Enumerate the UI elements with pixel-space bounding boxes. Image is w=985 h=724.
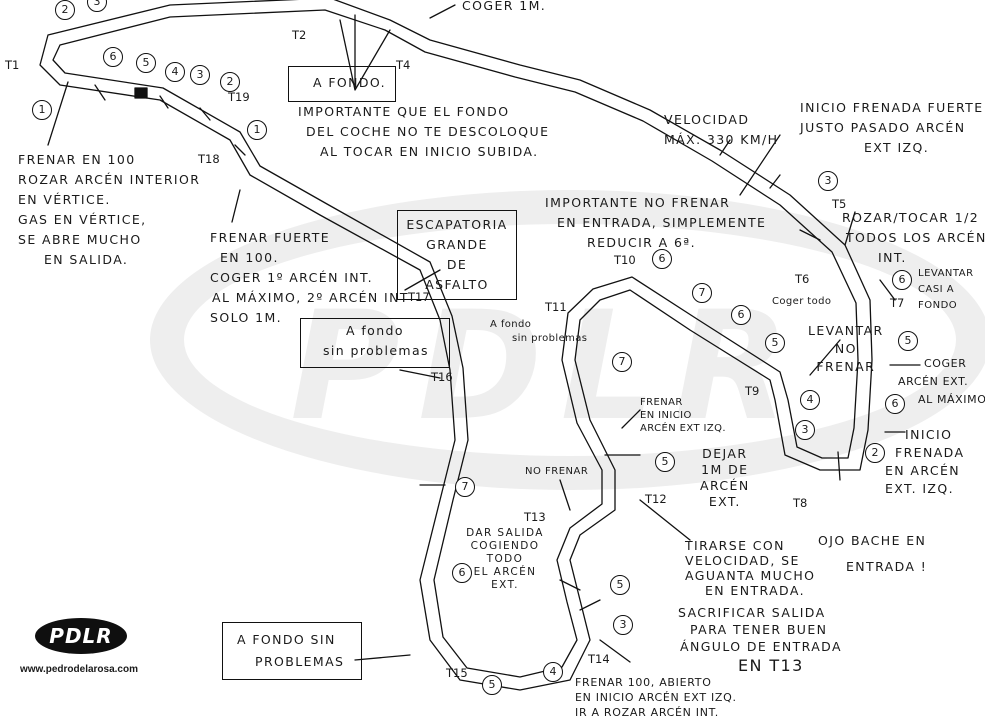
note-t9-levantar: Levantarnofrenar (808, 323, 884, 374)
gear-marker: 6 (885, 394, 905, 414)
gear-marker: 6 (652, 249, 672, 269)
gear-marker: 7 (692, 283, 712, 303)
gear-marker: 5 (655, 452, 675, 472)
turn-label: T12 (645, 492, 667, 506)
gear-marker: 5 (898, 331, 918, 351)
note-dejar: Dejar1m dearcénext. (700, 446, 750, 509)
turn-label: T5 (832, 197, 847, 211)
gear-marker: 2 (865, 443, 885, 463)
track-inner-edge (52, 9, 859, 678)
note-ojo-bache: Ojo bache enentrada ! (818, 533, 928, 574)
note-escapatoria-box: Escapatoriagrandedeasfalto (397, 210, 517, 300)
note-t14: Frenar 100, abiertoen inicio arcén ext i… (575, 676, 737, 719)
turn-label: T1 (5, 58, 20, 72)
note-t7-levantar: Levantarcasi afondo (918, 268, 974, 311)
note-no-frenar: No frenar (525, 466, 589, 477)
gear-marker: 5 (610, 575, 630, 595)
note-t1: Frenar en 100Rozar arcén interioren vért… (18, 152, 201, 267)
note-tirarse: Tirarse convelocidad, seaguanta muchoen … (685, 538, 816, 598)
note-t5-right: Rozar/tocar 1/2 mtodos los arcénint. (842, 210, 985, 265)
gear-marker: 3 (818, 171, 838, 191)
turn-label: T17 (408, 290, 430, 304)
gear-marker: 3 (795, 420, 815, 440)
note-sacrificar: Sacrificar salidapara tener buenángulo d… (678, 605, 842, 675)
note-t12-frenar: Frenaren inicioarcén ext izq. (640, 397, 726, 434)
note-t2-box: A fondo. (288, 66, 396, 102)
gear-marker: 4 (165, 62, 185, 82)
gear-marker: 1 (247, 120, 267, 140)
turn-label: T13 (524, 510, 546, 524)
pdlr-logo: PDLR (35, 618, 127, 654)
gear-marker: 4 (800, 390, 820, 410)
gear-marker: 7 (612, 352, 632, 372)
track-outer-edge (39, 0, 873, 691)
note-t6: Coger todo (772, 296, 832, 307)
turn-label: T8 (793, 496, 808, 510)
gear-marker: 4 (543, 662, 563, 682)
note-t18: Frenar fuerteen 100. Coger 1º arcén int.… (210, 230, 409, 325)
gear-marker: 3 (613, 615, 633, 635)
gear-marker: 5 (482, 675, 502, 695)
note-velocidad: Velocidadmáx. 330 km/h (664, 112, 779, 147)
gear-marker: 6 (892, 270, 912, 290)
gear-marker: 5 (136, 53, 156, 73)
gear-marker: 7 (455, 477, 475, 497)
turn-label: T10 (614, 253, 636, 267)
note-t5-top: Inicio frenada fuertejusto pasado arcéne… (800, 100, 984, 155)
turn-label: T15 (446, 666, 468, 680)
gear-marker: 6 (452, 563, 472, 583)
gear-marker: 6 (103, 47, 123, 67)
gear-marker: 2 (220, 72, 240, 92)
turn-label: T11 (545, 300, 567, 314)
note-t2: Importante que el fondodel coche no te d… (298, 104, 550, 159)
turn-label: T9 (745, 384, 760, 398)
turn-label: T18 (198, 152, 220, 166)
turn-label: T7 (890, 296, 905, 310)
gear-marker: 2 (55, 0, 75, 20)
gear-marker: 6 (731, 305, 751, 325)
note-t10-top: Importante no frenaren entrada, simpleme… (545, 195, 767, 250)
note-t4-top: Coger 1m. (462, 0, 547, 13)
turn-label: T19 (228, 90, 250, 104)
note-inicio-frenada: Iniciofrenadaen arcénext. izq. (885, 427, 965, 496)
gear-marker: 5 (765, 333, 785, 353)
turn-label: T4 (396, 58, 411, 72)
note-coger-arcen: Cogerarcén ext.al máximo (898, 357, 985, 406)
turn-label: T16 (431, 370, 453, 384)
gear-marker: 3 (190, 65, 210, 85)
turn-label: T6 (795, 272, 810, 286)
gear-marker: 1 (32, 100, 52, 120)
turn-label: T14 (588, 652, 610, 666)
website-url[interactable]: www.pedrodelarosa.com (20, 664, 138, 675)
note-dar-salida: Dar salidacogiendotodoel arcénext. (466, 527, 544, 591)
turn-label: T2 (292, 28, 307, 42)
